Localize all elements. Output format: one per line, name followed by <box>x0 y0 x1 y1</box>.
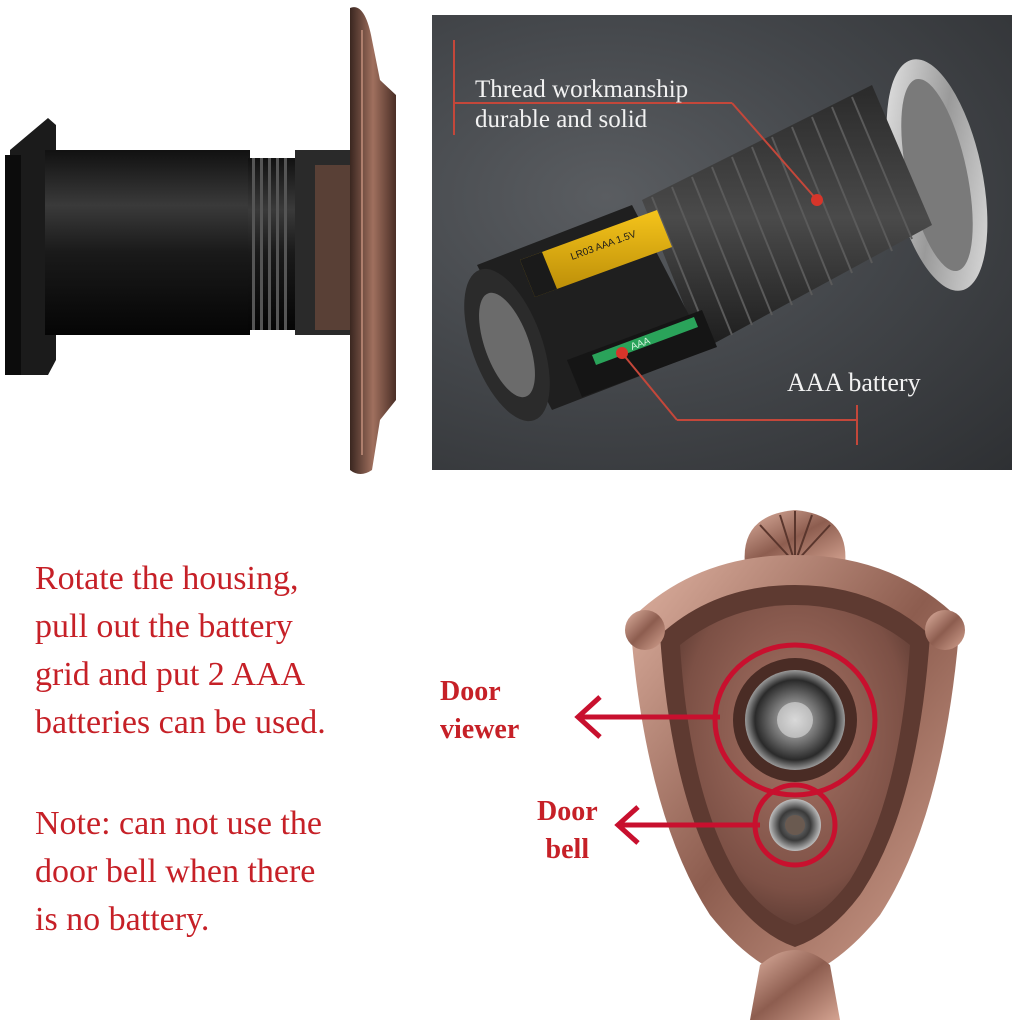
door-viewer-highlight-circle <box>712 642 878 798</box>
instruction-line-4: batteries can be used. <box>35 704 326 741</box>
yellow-aaa-battery: LR03 AAA 1.5V <box>520 210 672 297</box>
door-bell-label: Door bell <box>537 793 598 869</box>
housing-ribs <box>651 96 913 346</box>
peephole-side-view-photo <box>0 0 405 480</box>
instruction-line-1: Rotate the housing, <box>35 560 299 597</box>
thread-ridges <box>248 158 298 330</box>
shield-doorbell-photo: Door viewer Door bell <box>440 495 1015 1024</box>
instruction-line-2: pull out the battery <box>35 608 293 645</box>
door-bell-arrow <box>614 805 760 845</box>
door-viewer-label-line-1: Door <box>440 676 501 707</box>
thread-callout-dot <box>811 194 823 206</box>
door-viewer-arrow <box>574 695 720 739</box>
note-line-2: door bell when there <box>35 853 316 890</box>
battery-instructions: Rotate the housing, pull out the battery… <box>35 555 435 747</box>
door-bell-label-line-2: bell <box>545 834 590 865</box>
bottom-leaf-ornament <box>750 950 840 1020</box>
note-line-1: Note: can not use the <box>35 805 323 842</box>
note-line-3: is no battery. <box>35 901 210 938</box>
battery-callout-dot <box>616 347 628 359</box>
door-viewer-label: Door viewer <box>440 673 519 749</box>
door-bell-label-line-1: Door <box>537 796 598 827</box>
callout-lines <box>453 40 858 445</box>
thread-workmanship-callout: Thread workmanship durable and solid <box>475 75 688 135</box>
instruction-line-3: grid and put 2 AAA <box>35 656 306 693</box>
battery-note: Note: can not use the door bell when the… <box>35 800 425 944</box>
thread-callout-line-2: durable and solid <box>475 106 648 133</box>
thread-callout-line-1: Thread workmanship <box>475 76 689 103</box>
door-viewer-label-line-2: viewer <box>440 714 520 745</box>
battery-compartment-photo: LR03 AAA 1.5V AAA Thread workmanship dur… <box>432 15 1012 470</box>
aaa-battery-callout: AAA battery <box>787 368 921 397</box>
